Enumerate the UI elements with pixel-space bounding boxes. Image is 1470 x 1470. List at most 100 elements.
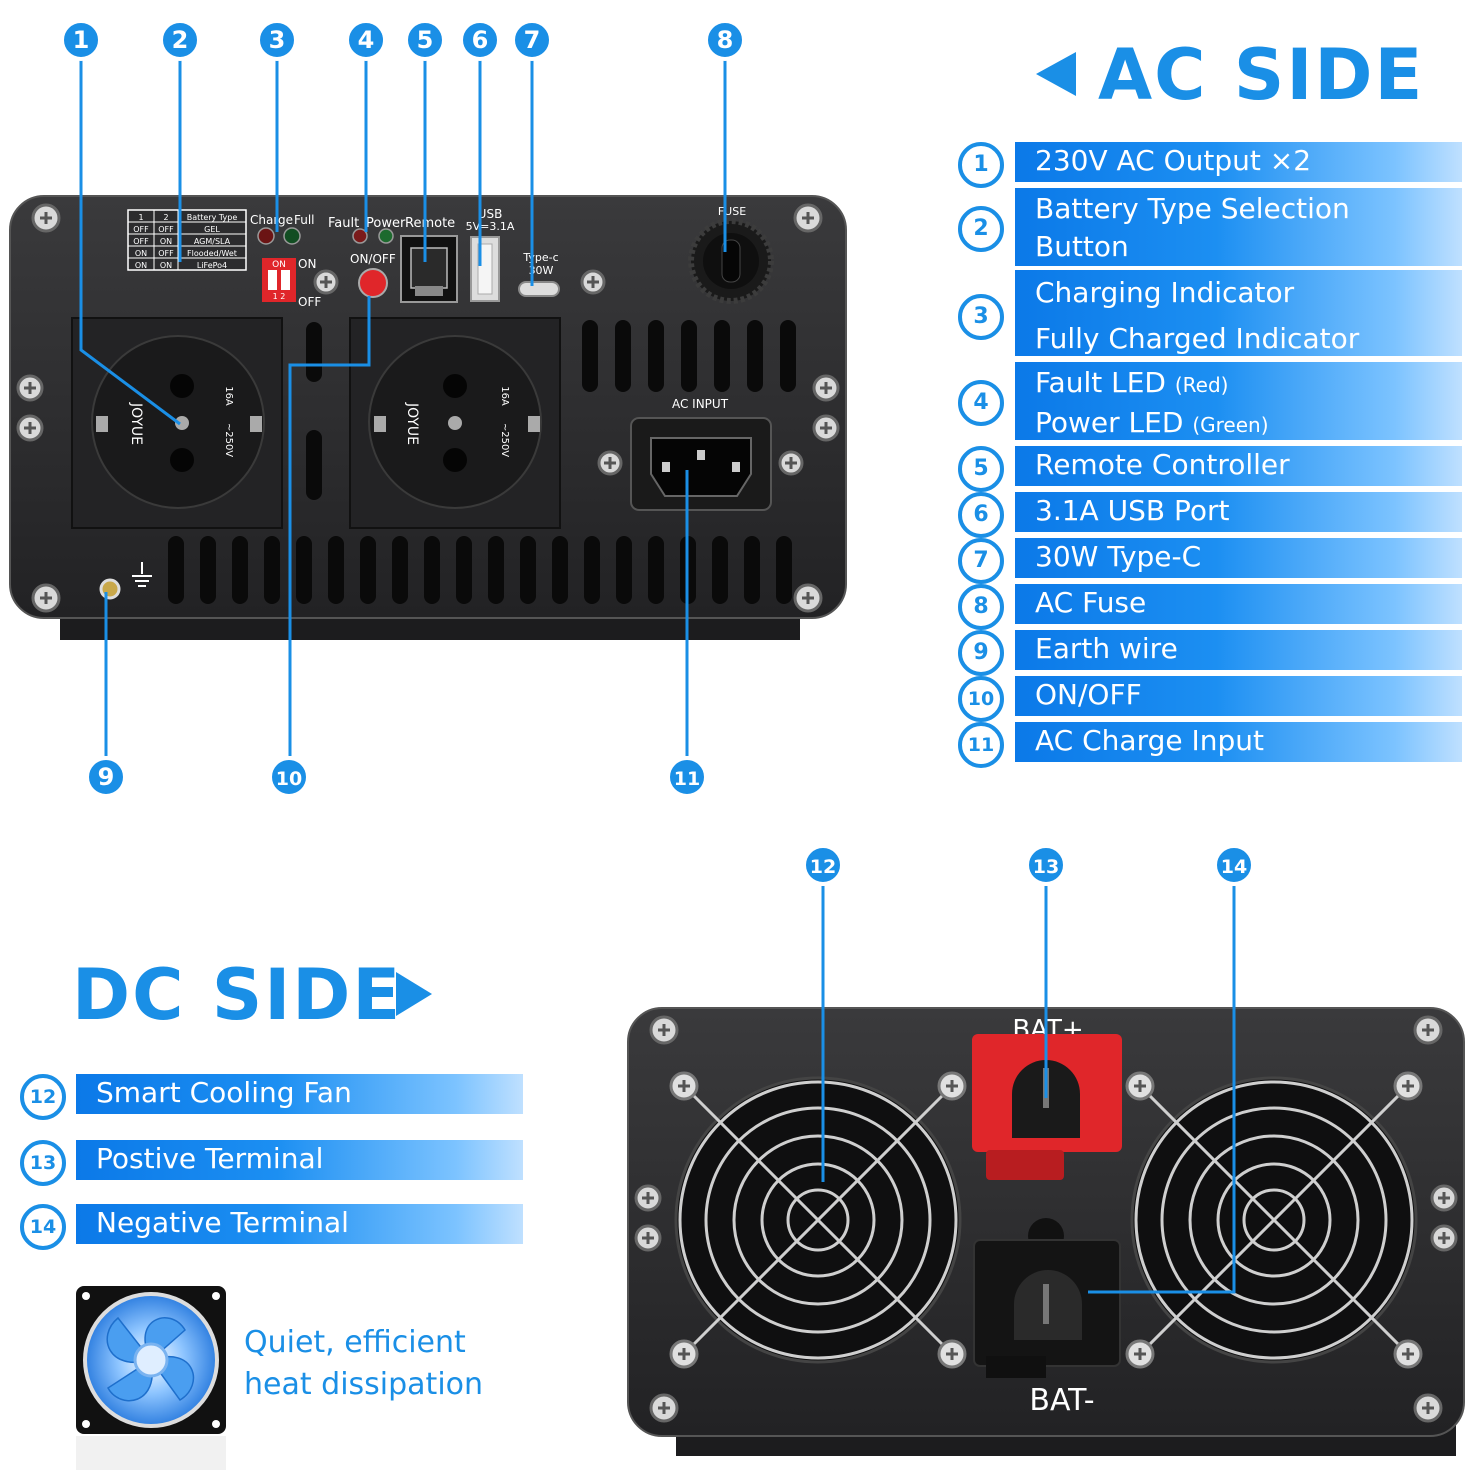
negative-terminal[interactable] (973, 1218, 1121, 1378)
legend-label: 230V AC Output ×2 (1035, 144, 1312, 177)
dip-table-cell: ON (160, 261, 172, 270)
legend-number: 12 (20, 1074, 66, 1120)
legend-label: AC Charge Input (1035, 724, 1264, 757)
dip-table-cell: OFF (158, 225, 174, 234)
ac-input-label: AC INPUT (672, 397, 729, 411)
vent-slots-lower (168, 536, 792, 604)
vent-slot (615, 320, 631, 392)
legend-label: Charging Indicator (1035, 276, 1295, 309)
screw-icon (1430, 1184, 1458, 1212)
callout-label: 11 (674, 768, 700, 790)
power-label: Power (366, 216, 406, 231)
callout-number-3: 3 (256, 19, 298, 61)
vent-slot (747, 320, 763, 392)
usb-port[interactable] (470, 236, 500, 302)
dip-table-header-2: 2 (163, 213, 168, 222)
legend-item-on-off: ON/OFF (1015, 676, 1462, 716)
battery-dip-switch[interactable]: ON 1 2 (262, 258, 296, 302)
dc-panel: BAT+ BAT- (627, 1007, 1465, 1456)
ac-socket-1[interactable]: JOYUE 16A ~250V (71, 317, 283, 529)
charge-led (257, 227, 275, 245)
dip-switch-numbers: 1 2 (273, 292, 286, 301)
on-off-button[interactable] (358, 268, 388, 298)
dip-table-cell: LiFePo4 (197, 261, 227, 270)
screw-icon (1393, 1339, 1423, 1369)
callout-number-9: 9 (85, 756, 127, 798)
legend-number: 6 (958, 492, 1004, 538)
callout-number-6: 6 (459, 19, 501, 61)
legend-item-ac-output: 230V AC Output ×2 (1015, 142, 1462, 182)
screw-icon (1125, 1071, 1155, 1101)
typec-port[interactable] (518, 281, 560, 297)
power-led (378, 228, 394, 244)
callout-number-2: 2 (159, 19, 201, 61)
screw-icon (649, 1015, 679, 1045)
legend-sublabel-2: (Green) (1192, 413, 1269, 437)
callout-label: 8 (717, 26, 734, 54)
dip-on-label: ON (298, 257, 316, 271)
screw-icon (649, 1393, 679, 1423)
dip-table-header-1: 1 (138, 213, 143, 222)
screw-icon (634, 1224, 662, 1252)
vent-slot (584, 536, 600, 604)
callout-label: 5 (417, 26, 434, 54)
legend-label: AC Fuse (1035, 586, 1147, 619)
ground-icon (132, 562, 152, 587)
ac-fuse-holder[interactable] (688, 218, 774, 304)
dip-switch-on-label: ON (272, 260, 286, 270)
legend-sublabel: (Red) (1174, 373, 1229, 397)
callout-number-8: 8 (704, 19, 746, 61)
socket-brand-2: JOYUE (404, 402, 420, 445)
callout-number-14: 14 (1213, 844, 1255, 886)
legend-label: Negative Terminal (96, 1206, 349, 1239)
legend-item-cooling-fan: Smart Cooling Fan (76, 1074, 523, 1114)
socket-brand-1: JOYUE (128, 402, 144, 445)
remote-label: Remote (405, 216, 455, 231)
ac-socket-2[interactable]: JOYUE 16A ~250V (349, 317, 561, 529)
callout-label: 10 (276, 768, 302, 790)
dc-callout-leaders (821, 886, 1236, 1294)
callout-label: 2 (172, 26, 189, 54)
screw-icon (31, 583, 61, 613)
dip-table-cell: OFF (133, 225, 149, 234)
screw-icon (31, 203, 61, 233)
typec-rating-label: 30W (529, 264, 554, 277)
legend-number: 4 (958, 380, 1004, 426)
vent-slot (616, 536, 632, 604)
vent-slot (744, 536, 760, 604)
screw-icon (669, 1071, 699, 1101)
dip-table-cell: ON (135, 261, 147, 270)
legend-number: 2 (958, 206, 1004, 252)
dip-table-cell: OFF (158, 249, 174, 258)
usb-label: USB (478, 207, 503, 221)
legend-label: Earth wire (1035, 632, 1178, 665)
ac-input-port[interactable] (630, 417, 772, 511)
earth-terminal[interactable] (99, 578, 121, 600)
legend-item-typec: 30W Type-C (1015, 538, 1462, 578)
feature-line-2: heat dissipation (244, 1367, 484, 1402)
legend-item-positive-terminal: Postive Terminal (76, 1140, 523, 1180)
vent-slot (681, 320, 697, 392)
dc-side-title: DC SIDE (72, 954, 403, 1036)
screw-icon (1125, 1339, 1155, 1369)
callout-number-5: 5 (404, 19, 446, 61)
full-label: Full (294, 213, 315, 227)
legend-number: 14 (20, 1204, 66, 1250)
callout-number-11: 11 (666, 756, 708, 798)
callout-label: 12 (810, 856, 836, 878)
vent-slot (264, 536, 280, 604)
legend-number: 9 (958, 630, 1004, 676)
vent-slot (552, 536, 568, 604)
legend-number: 10 (958, 676, 1004, 722)
charge-label: Charge (250, 213, 293, 227)
ac-callout-leaders (79, 60, 727, 756)
remote-port[interactable] (400, 235, 458, 303)
usb-rating-label: 5V=3.1A (466, 220, 515, 233)
callout-label: 14 (1221, 856, 1247, 878)
vent-slot (520, 536, 536, 604)
